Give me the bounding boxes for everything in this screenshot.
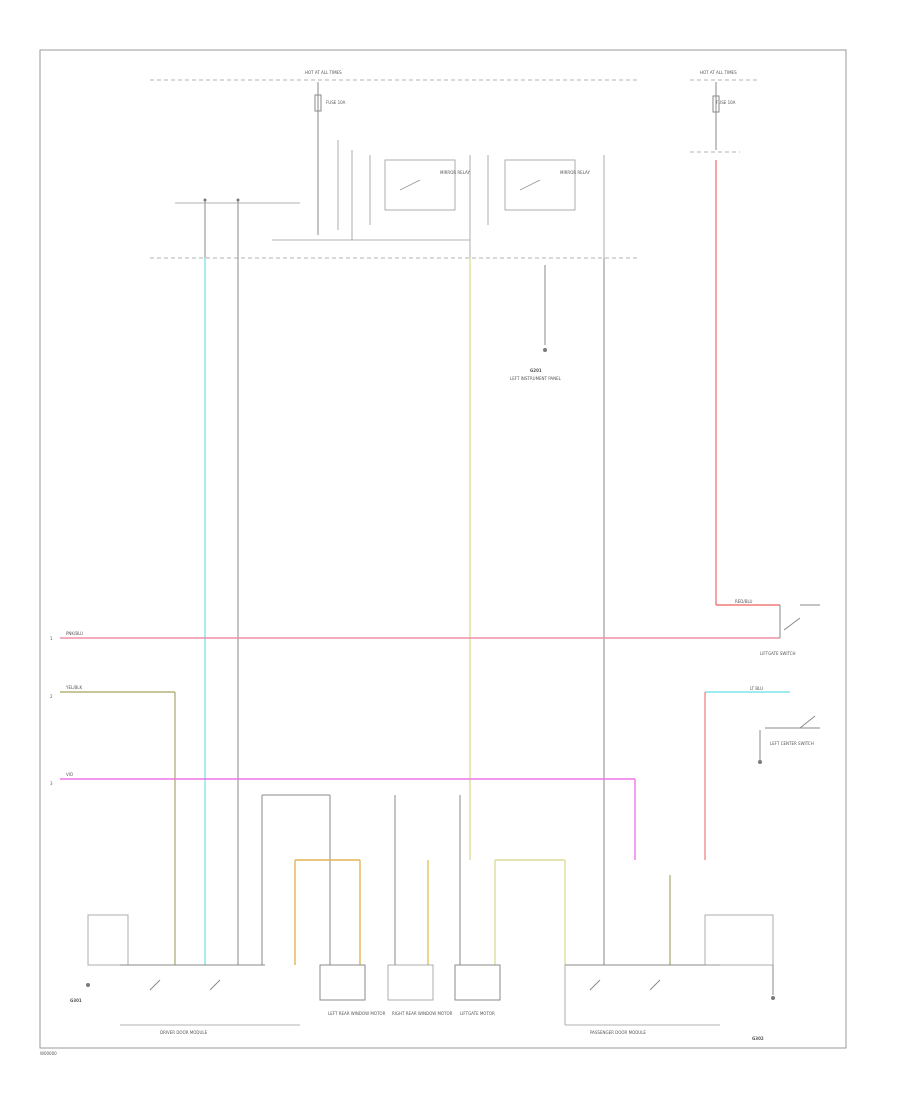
right-ground-box xyxy=(704,914,774,966)
row-2-label: 2 xyxy=(50,694,53,699)
left-rear-motor-box xyxy=(319,964,366,1001)
passenger-switch-1 xyxy=(589,979,601,991)
center-motor-label: LIFTGATE MOTOR xyxy=(460,1011,495,1016)
pink-wire-label: PNK/BLU xyxy=(66,631,83,636)
lr-switch-desc2: LEFT CENTER SWITCH xyxy=(770,741,814,746)
ground-stub-dot xyxy=(543,348,547,352)
relay-1-box xyxy=(384,159,456,211)
right-ground-stub-dot xyxy=(758,760,762,764)
top-hot-left-label: HOT AT ALL TIMES xyxy=(305,70,342,75)
fuse-right-body xyxy=(712,95,720,113)
fuse-left-label: FUSE 10A xyxy=(326,100,346,105)
page-frame xyxy=(39,49,847,1049)
left-conn-dot-2 xyxy=(236,198,240,202)
passenger-switch-2 xyxy=(649,979,661,991)
right-ground-label: G302 xyxy=(752,1036,764,1041)
relay-1-label: MIRROR RELAY xyxy=(440,170,470,175)
magenta-wire-label: VIO xyxy=(66,772,73,777)
driver-switch-2 xyxy=(209,979,221,991)
relay-2-box xyxy=(504,159,576,211)
left-ground-label: G301 xyxy=(70,998,82,1003)
relay-2-switch xyxy=(519,179,541,191)
right-ground-dot xyxy=(771,996,775,1000)
relay-1-switch xyxy=(399,179,421,191)
right-rear-motor-box xyxy=(387,964,434,1001)
left-ground-dot xyxy=(86,983,90,987)
row-3-label: 3 xyxy=(50,781,53,786)
driver-module-label: DRIVER DOOR MODULE xyxy=(160,1030,208,1035)
right-switch-blade xyxy=(783,617,801,631)
center-motor-box xyxy=(454,964,501,1001)
yellow-wire-label: YEL/BLK xyxy=(65,685,83,690)
right-switch-2-blade xyxy=(799,715,816,729)
footer-code: W00000 xyxy=(40,1051,57,1056)
fuse-right-label: FUSE 10A xyxy=(716,100,736,105)
top-hot-right-label: HOT AT ALL TIMES xyxy=(700,70,737,75)
ground-label: G201 xyxy=(530,368,542,373)
left-rear-motor-label: LEFT REAR WINDOW MOTOR xyxy=(328,1011,386,1016)
fuse-left-body xyxy=(314,94,322,112)
left-conn-dot-1 xyxy=(203,198,207,202)
lr-switch-desc: LIFTGATE SWITCH xyxy=(760,651,796,656)
ground-desc: LEFT INSTRUMENT PANEL xyxy=(510,376,562,381)
relay-2-label: MIRROR RELAY xyxy=(560,170,590,175)
red-wire-label: RED/BLU xyxy=(735,599,753,604)
left-ground-box xyxy=(87,914,129,966)
driver-switch-1 xyxy=(149,979,161,991)
blue-wire-label: LT BLU xyxy=(750,686,763,691)
row-1-label: 1 xyxy=(50,636,53,641)
passenger-module-label: PASSENGER DOOR MODULE xyxy=(590,1030,646,1035)
right-rear-motor-label: RIGHT REAR WINDOW MOTOR xyxy=(392,1011,453,1016)
